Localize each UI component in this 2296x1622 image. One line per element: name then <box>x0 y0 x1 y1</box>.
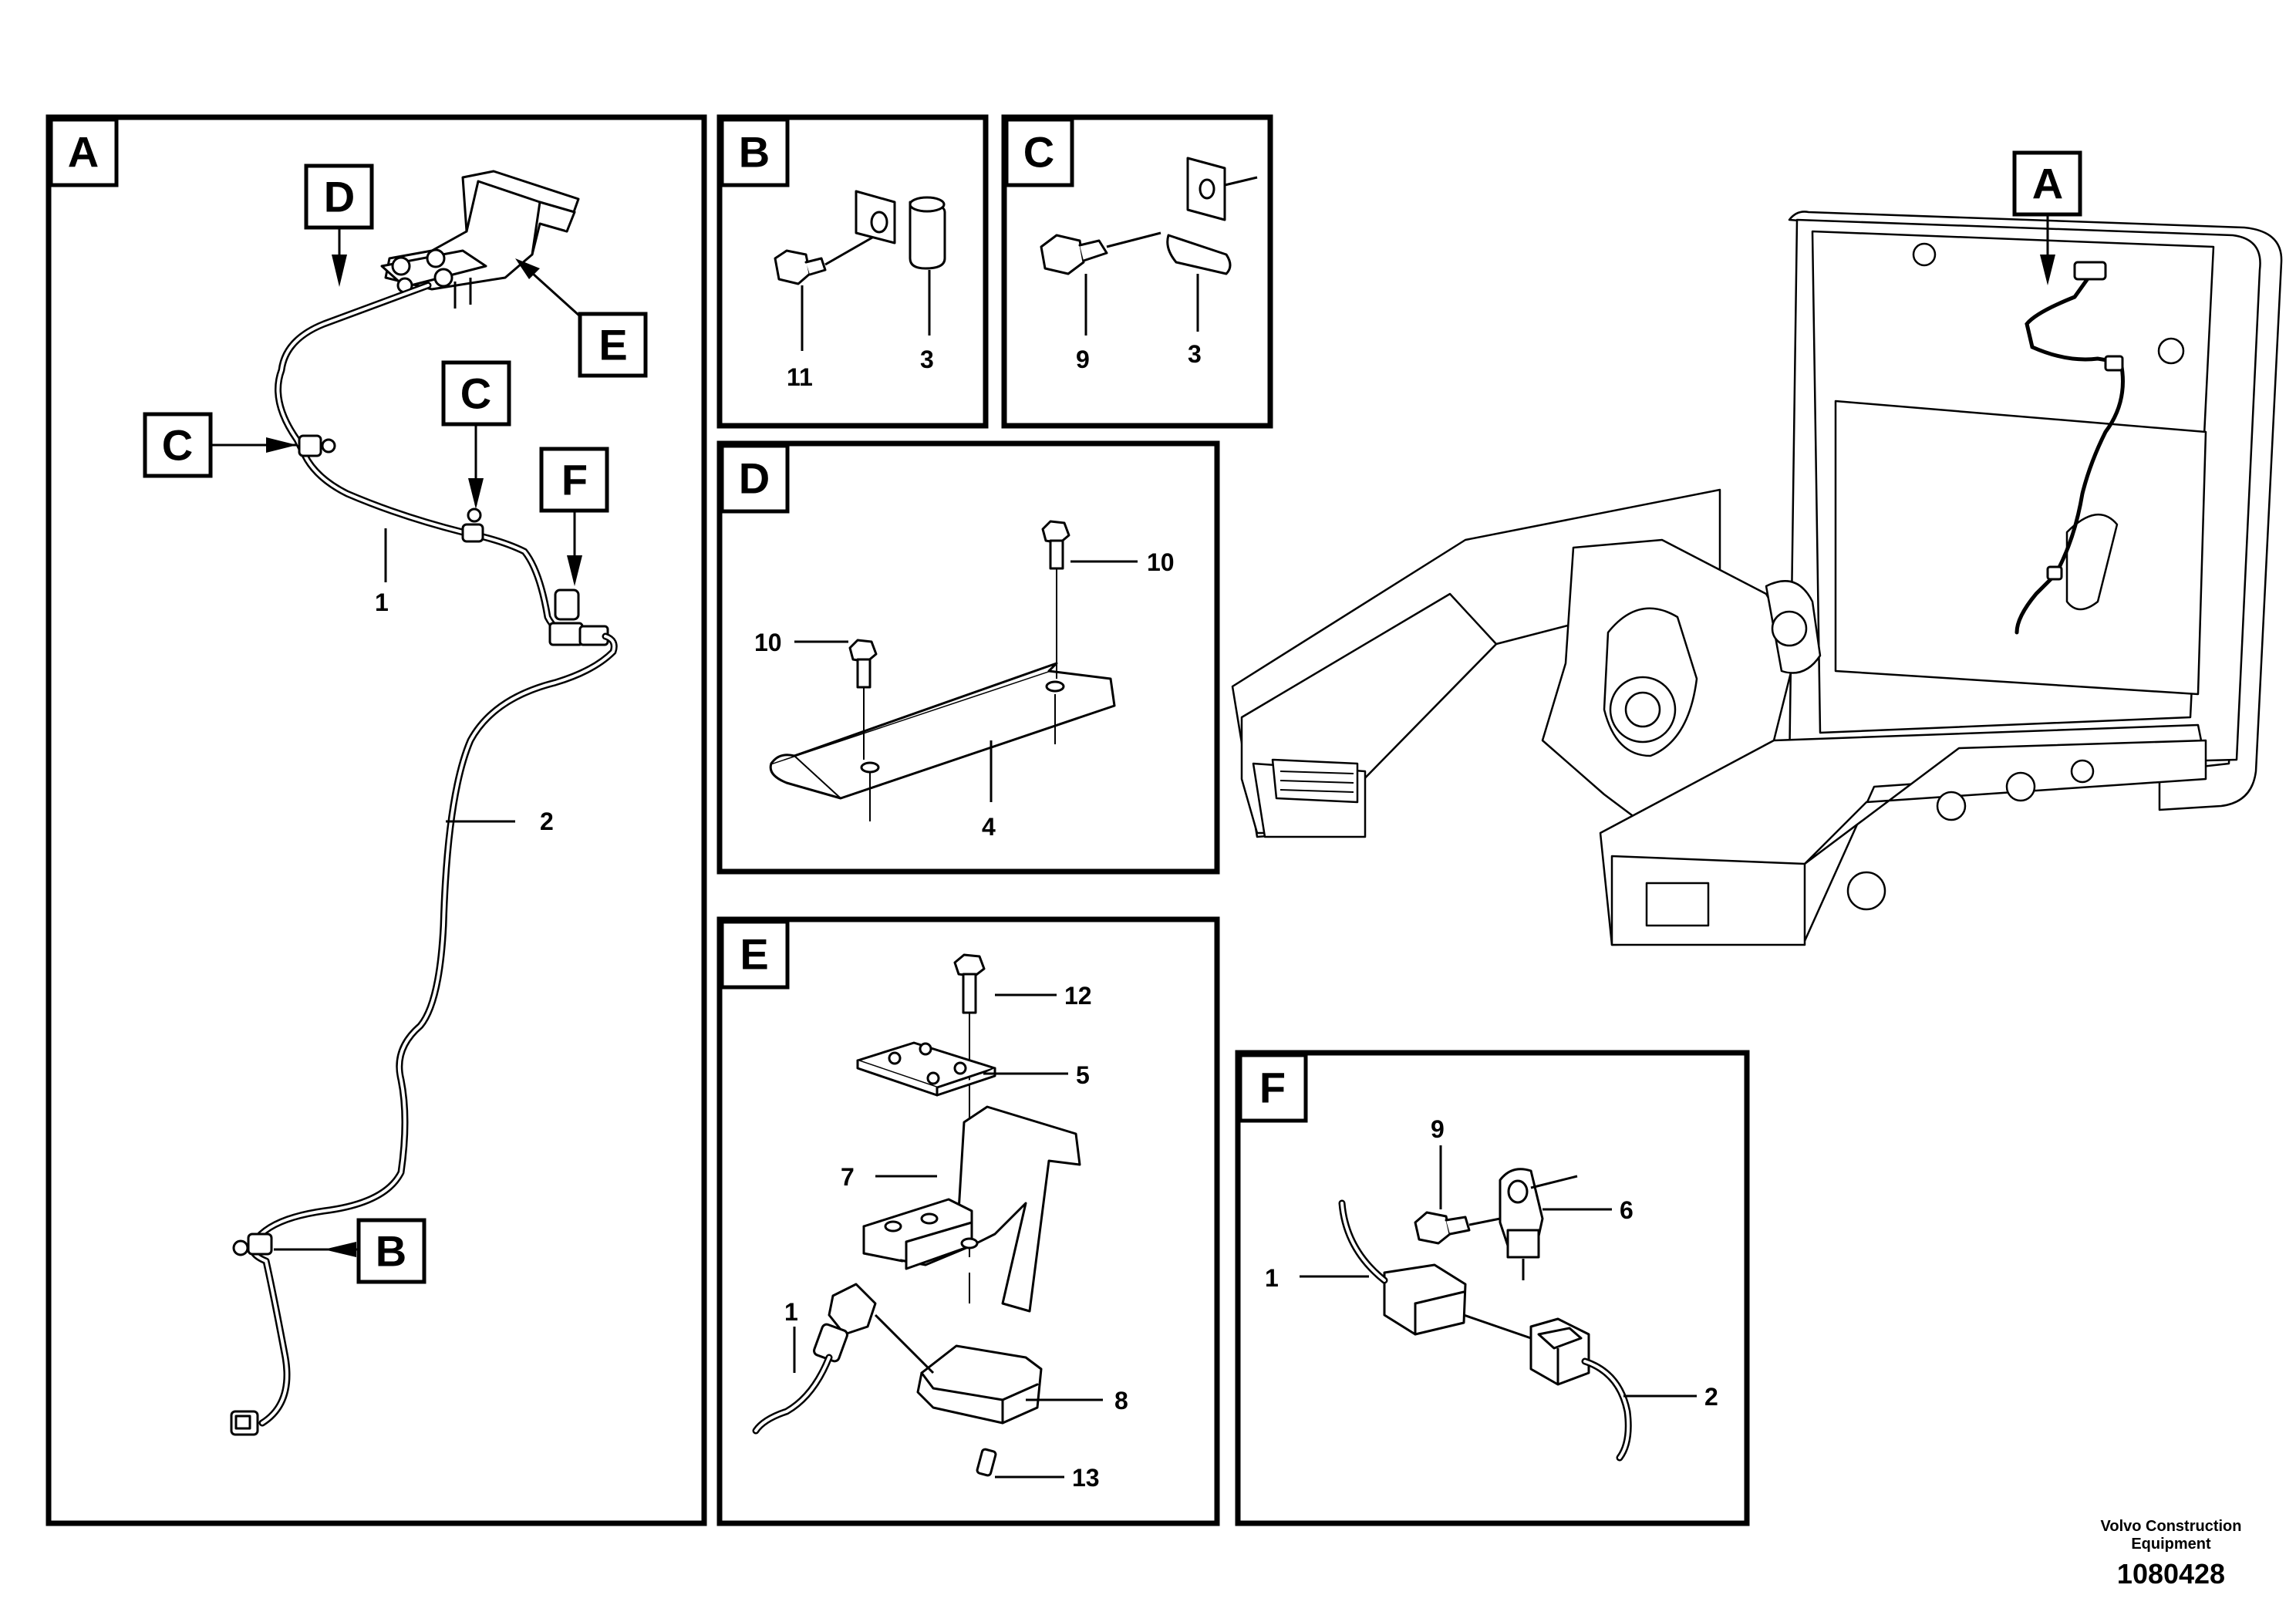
panel-d-tag-box <box>720 443 790 514</box>
callout-e: E <box>515 258 648 378</box>
plate-icon <box>856 1041 996 1097</box>
label-e-plate: 5 <box>1076 1061 1090 1089</box>
panel-b-tag: B <box>739 128 770 177</box>
connector-icon <box>1529 1317 1590 1386</box>
label-c-clip: 3 <box>1188 340 1202 368</box>
label-e-bolt: 12 <box>1064 982 1092 1010</box>
callout-b: B <box>274 1218 426 1284</box>
panel-e: E <box>716 916 1220 1526</box>
panel-a-tag-box <box>49 117 119 187</box>
panel-b: B 11 3 <box>716 114 989 429</box>
svg-text:A: A <box>2032 160 2063 208</box>
label-f-cable1: 1 <box>1265 1264 1279 1292</box>
bolt-icon <box>1414 1211 1509 1245</box>
bracket-icon <box>862 1105 1081 1313</box>
panel-b-tag-box <box>720 117 790 187</box>
label-f-cable2: 2 <box>1704 1383 1718 1411</box>
doc-number: 1080428 <box>2117 1558 2225 1590</box>
panel-c-tag: C <box>1023 128 1054 177</box>
panel-f-tag: F <box>1259 1064 1286 1112</box>
label-b-bolt: 11 <box>787 363 813 391</box>
label-d-bolt-right: 10 <box>1147 548 1175 576</box>
clip-icon <box>1499 1168 1578 1280</box>
svg-text:D: D <box>324 173 355 221</box>
label-d-bolt-left: 10 <box>754 629 782 656</box>
svg-text:B: B <box>376 1227 406 1276</box>
panel-a-tag: A <box>68 128 99 177</box>
overview-frame: A <box>1231 150 2283 946</box>
bracket-icon <box>380 170 580 309</box>
bolt-icon <box>1041 520 1070 679</box>
clip-icon <box>855 190 946 270</box>
bracket-icon <box>769 662 1116 800</box>
connector-icon <box>1383 1263 1532 1340</box>
connector-icon <box>230 1410 259 1436</box>
label-d-rail: 4 <box>982 813 996 841</box>
label-f-clip: 6 <box>1620 1196 1633 1224</box>
panel-e-tag-box <box>720 919 790 990</box>
panel-f-frame <box>1235 1050 1750 1526</box>
panel-f-tag-box <box>1238 1053 1308 1123</box>
label-e-cable: 1 <box>784 1298 798 1326</box>
step-icon <box>1271 758 1359 804</box>
connector-icon <box>813 1283 935 1374</box>
bolt-icon <box>848 639 878 760</box>
callout-d: D <box>304 164 374 287</box>
label-cable-2: 2 <box>540 808 554 835</box>
svg-text:F: F <box>561 456 588 504</box>
label-f-bolt: 9 <box>1431 1115 1445 1143</box>
label-b-clip: 3 <box>920 346 934 373</box>
callout-c-right: C <box>441 360 511 509</box>
sensor-icon <box>916 1344 1043 1477</box>
svg-text:E: E <box>598 321 627 369</box>
panel-d: D 10 10 4 <box>716 440 1220 875</box>
bolt-icon <box>1040 231 1161 275</box>
panel-f: F 9 6 <box>1235 1050 1750 1526</box>
panel-c: C 9 3 <box>1001 114 1273 429</box>
connector-icon <box>548 588 609 646</box>
panel-d-frame <box>716 440 1220 875</box>
clip-icon <box>298 434 336 457</box>
panel-a: A <box>46 114 707 1526</box>
label-c-bolt: 9 <box>1076 346 1090 373</box>
clip-icon <box>461 508 484 543</box>
label-e-bracket: 7 <box>841 1163 855 1191</box>
overview-callout-a: A <box>2012 150 2082 285</box>
brand-line-2: Equipment <box>2131 1536 2211 1553</box>
brand-line-1: Volvo Construction <box>2101 1518 2242 1535</box>
bolt-icon <box>953 953 986 1014</box>
label-e-screw: 13 <box>1072 1464 1100 1492</box>
clip-icon <box>232 1233 273 1256</box>
svg-text:C: C <box>460 369 491 418</box>
callout-c-left: C <box>143 412 297 478</box>
callout-f: F <box>539 447 609 586</box>
panel-e-tag: E <box>740 930 768 979</box>
label-cable-1: 1 <box>375 588 389 616</box>
footer: Volvo Construction Equipment 1080428 <box>2101 1518 2242 1590</box>
svg-text:C: C <box>162 421 193 470</box>
panel-d-tag: D <box>739 454 770 503</box>
label-e-sensor: 8 <box>1114 1387 1128 1415</box>
panel-c-tag-box <box>1004 117 1074 187</box>
clip-icon <box>1166 157 1258 275</box>
